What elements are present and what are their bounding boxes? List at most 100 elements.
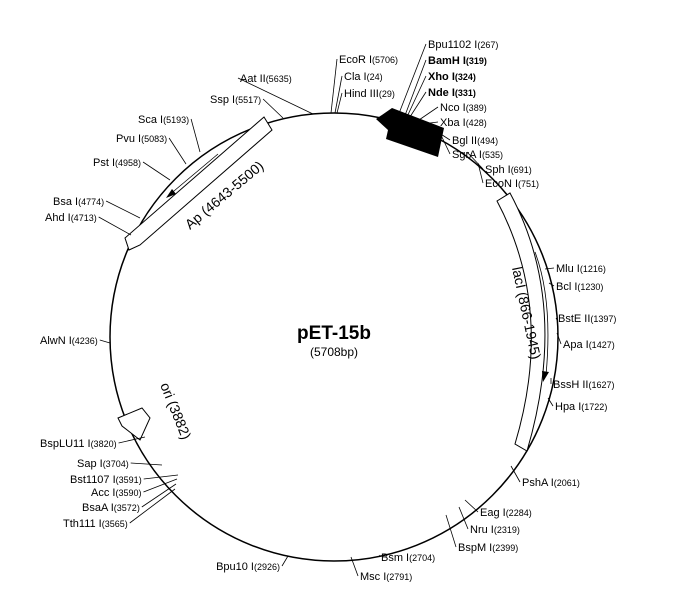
site-label-bsaa-i: BsaA I(3572) [82,502,140,514]
ap-arrowhead [166,189,176,198]
site-name: BssH II [553,379,588,391]
site-leader-sap-i [130,462,163,466]
site-name: BamH I [428,55,466,67]
site-position: (1427) [589,340,615,350]
site-leader-tth111-i [129,488,176,524]
site-label-bssh-ii: BssH II(1627) [553,379,614,391]
site-leader-psha-i [510,465,521,483]
site-position: (319) [466,56,487,66]
site-position: (5706) [372,55,398,65]
site-name: BstE II [558,313,590,325]
site-name: Bpu1102 I [428,39,477,51]
site-position: (535) [482,150,503,160]
site-position: (2791) [386,572,412,582]
site-leader-bsplu11-i [118,436,146,444]
site-name: Bst1107 I [70,474,116,486]
site-leader-bsm-i [378,554,381,558]
site-position: (5517) [235,95,261,105]
site-leader-apa-i [556,332,562,345]
site-name: BsaA I [82,502,114,514]
site-label-msc-i: Msc I(2791) [360,571,412,583]
site-name: Tth111 I [63,518,102,530]
site-leader-mlu-i [544,267,555,270]
site-leader-sph-i [466,151,484,170]
site-name: Acc I [91,487,115,499]
site-label-nco-i: Nco I(389) [440,102,487,114]
site-leader-econ-i [477,162,484,184]
site-label-bamh-i: BamH I(319) [428,55,487,67]
site-label-mlu-i: Mlu I(1216) [556,263,606,275]
site-name: Bsm I [381,552,409,564]
site-name: Xho I [428,71,455,83]
site-position: (2284) [506,508,532,518]
site-label-psha-i: PshA I(2061) [522,477,580,489]
site-leader-xba-i [421,121,439,125]
plasmid-name: pET-15b [297,323,371,344]
site-leader-bpu10-i [281,555,289,567]
site-name: Hpa I [555,401,581,413]
site-leader-sgra-i [439,132,451,155]
site-name: Cla I [344,71,367,83]
site-label-ahd-i: Ahd I(4713) [45,212,97,224]
site-name: Xba I [440,117,466,129]
restriction-sites: Bpu1102 I(267)BamH I(319)Xho I(324)Nde I… [40,39,616,583]
site-position: (5635) [266,74,292,84]
site-position: (1216) [580,264,606,274]
site-label-apa-i: Apa I(1427) [563,339,615,351]
site-label-hpa-i: Hpa I(1722) [555,401,607,413]
site-position: (751) [518,179,539,189]
site-leader-msc-i [350,556,359,577]
site-label-bste-ii: BstE II(1397) [558,313,616,325]
site-position: (1397) [590,314,616,324]
site-position: (331) [455,88,476,98]
site-position: (1627) [588,380,614,390]
site-label-acc-i: Acc I(3590) [91,487,141,499]
site-label-pst-i: Pst I(4958) [93,157,141,169]
site-leader-bpu1102-i [397,43,427,117]
site-name: Bpu10 I [216,561,254,573]
site-position: (24) [367,72,383,82]
site-position: (2319) [494,525,520,535]
site-name: Aat II [240,73,266,85]
site-leader-nde-i [407,91,427,121]
site-position: (4774) [78,197,104,207]
site-position: (3591) [116,475,142,485]
site-name: Ssp I [210,94,235,106]
site-leader-eag-i [464,499,479,513]
laci-arrowhead [542,371,549,382]
site-name: BspM I [458,542,492,554]
site-position: (2399) [492,543,518,553]
site-label-sca-i: Sca I(5193) [138,114,189,126]
site-label-econ-i: EcoN I(751) [485,178,539,190]
site-leader-sca-i [190,118,201,153]
site-leader-pvu-i [168,137,187,165]
site-position: (1722) [581,402,607,412]
site-name: Nco I [440,102,466,114]
site-name: Sca I [138,114,163,126]
site-position: (1230) [577,282,603,292]
site-label-ssp-i: Ssp I(5517) [210,94,261,106]
site-name: AlwN I [40,335,72,347]
site-position: (691) [511,165,532,175]
site-leader-nco-i [415,106,439,123]
site-leader-cla-i [334,75,343,114]
site-name: Apa I [563,339,589,351]
site-label-nru-i: Nru I(2319) [470,524,520,536]
site-name: Ahd I [45,212,71,224]
site-name: Sph I [485,164,511,176]
site-position: (4713) [71,213,97,223]
ori-feature: ori (3882) [117,380,195,442]
site-position: (389) [466,103,487,113]
site-name: Pvu I [116,133,141,145]
site-position: (3572) [114,503,140,513]
site-name: Nde I [428,87,455,99]
laci-direction-arrow [534,251,549,376]
site-leader-pst-i [142,161,171,181]
plasmid-backbone [109,112,559,562]
site-leader-nru-i [458,506,469,530]
site-position: (5083) [141,134,167,144]
site-name: Bcl I [556,281,577,293]
site-name: EcoR I [339,54,372,66]
site-leader-bsa-i [105,200,141,219]
